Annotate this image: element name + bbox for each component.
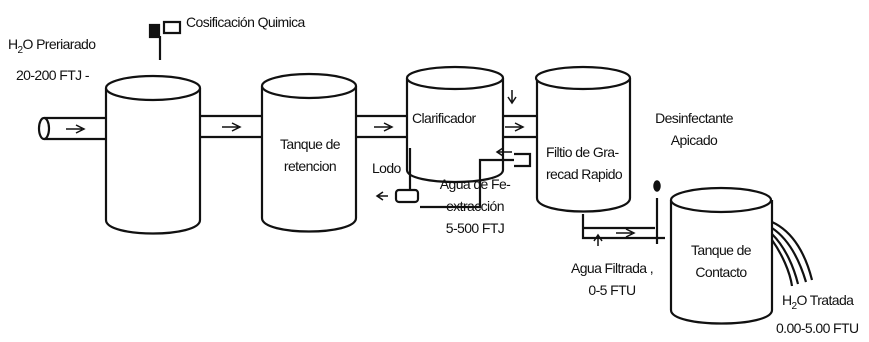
treated-water-label: H2O Tratada <box>782 292 854 312</box>
retention-tank-top <box>260 72 358 100</box>
filter-tank <box>535 78 632 213</box>
sludge-label: Lodo <box>372 160 401 176</box>
outlet-stream-2 <box>771 233 800 285</box>
rapid-sand-filter-label: Filtio de Gra-recad Rapido <box>546 144 623 182</box>
flow-arrow-3-4 <box>505 122 525 132</box>
clarifier-tank <box>405 78 505 184</box>
contact-tank-top <box>669 186 773 214</box>
pipe-1-2 <box>200 114 262 139</box>
backwash-line <box>420 158 514 209</box>
inlet-pipe-opening <box>37 116 51 141</box>
filter-tank-top <box>534 65 632 91</box>
raw-water-turbidity: 20-200 FTJ - <box>16 67 90 83</box>
inlet-pipe <box>44 116 112 141</box>
mixing-tank-top <box>104 74 202 102</box>
mixing-tank <box>104 88 202 235</box>
retention-tank <box>260 86 358 233</box>
flow-arrow-backwash <box>495 147 512 157</box>
flow-arrow-to-contact <box>616 228 636 238</box>
pipe-3-4 <box>503 114 538 139</box>
outlet-stream-1 <box>771 227 808 283</box>
raw-water-label: H2O Preriarado <box>8 36 96 56</box>
treated-water-turbidity: 0.00-5.00 FTU <box>776 320 859 336</box>
clarifier-label: Clarificador <box>412 110 476 126</box>
flow-arrow-filtered <box>593 233 603 246</box>
outlet-stream-4 <box>771 220 814 281</box>
contact-tank <box>669 200 774 325</box>
flow-arrow-inlet <box>66 124 86 134</box>
dosing-valve <box>148 23 161 39</box>
clarifier-tank-top <box>405 65 505 91</box>
flow-arrow-1-2 <box>222 122 242 132</box>
flow-arrow-2-3 <box>374 122 394 132</box>
disinfectant-injector <box>653 180 661 192</box>
pipe-2-3 <box>356 114 410 139</box>
dosing-valve-handle <box>162 20 182 35</box>
flow-arrow-clarifier-in <box>507 90 517 105</box>
backwash-valve <box>514 152 532 168</box>
chemical-dosing-label: Cosificación Quimica <box>186 14 305 30</box>
flow-arrow-sludge <box>375 191 388 201</box>
sludge-valve <box>394 188 420 204</box>
filtered-water-line <box>581 214 665 240</box>
outlet-stream-3 <box>771 239 794 287</box>
filtered-water-label: Agua Filtrada ,0-5 FTU <box>570 260 654 298</box>
